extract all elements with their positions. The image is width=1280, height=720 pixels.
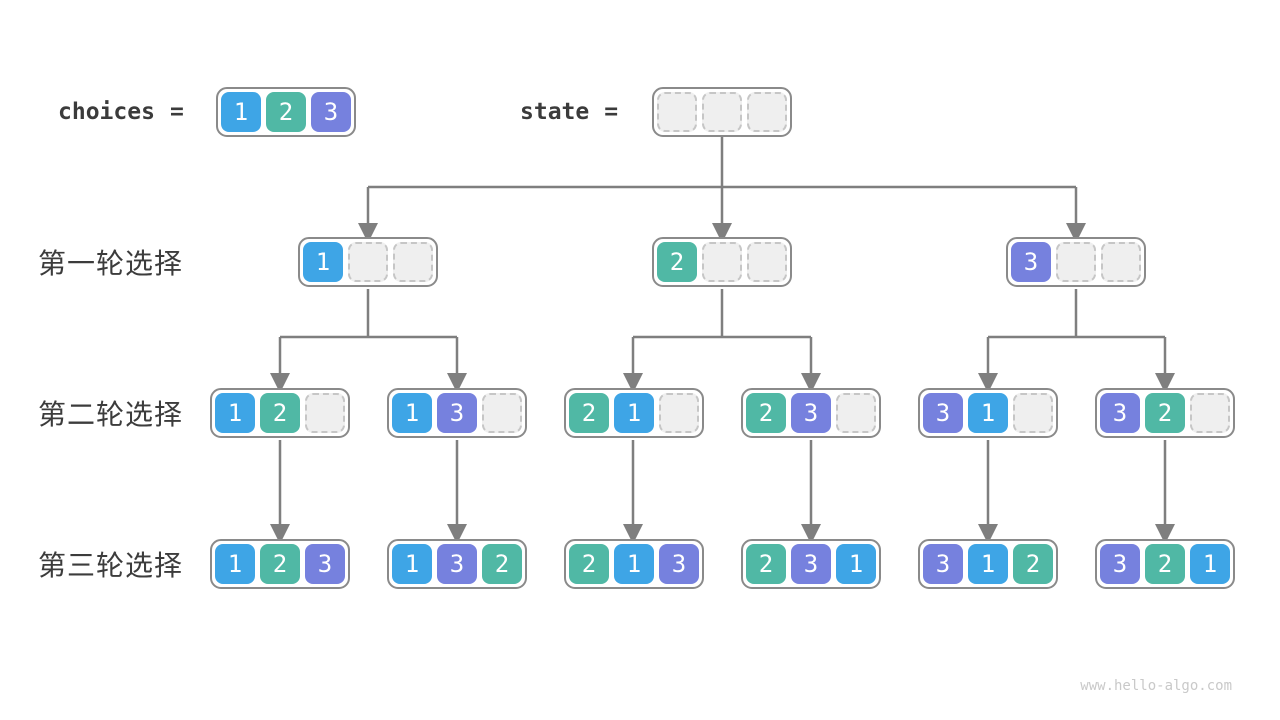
value-cell-1: 1 xyxy=(836,544,876,584)
value-cell-3: 3 xyxy=(923,544,963,584)
value-cell-3: 3 xyxy=(437,393,477,433)
round-1-state-box-2: 2 xyxy=(652,237,792,287)
value-cell-2: 2 xyxy=(746,544,786,584)
value-cell-2: 2 xyxy=(569,393,609,433)
value-cell-3: 3 xyxy=(1100,544,1140,584)
state-group: state = xyxy=(520,87,618,137)
value-cell-2: 2 xyxy=(1145,544,1185,584)
round-1-state-box-1: 1 xyxy=(298,237,438,287)
value-cell-3: 3 xyxy=(791,393,831,433)
value-cell-1: 1 xyxy=(614,393,654,433)
empty-slot-cell xyxy=(1190,393,1230,433)
watermark: www.hello-algo.com xyxy=(1080,678,1232,694)
row-label-round-3: 第三轮选择 xyxy=(38,549,184,582)
empty-slot-cell xyxy=(482,393,522,433)
state-label: state xyxy=(520,99,590,125)
state-array-box xyxy=(652,87,792,137)
empty-slot-cell xyxy=(702,242,742,282)
value-cell-3: 3 xyxy=(437,544,477,584)
empty-slot-cell xyxy=(1013,393,1053,433)
empty-slot-cell xyxy=(836,393,876,433)
empty-slot-cell xyxy=(348,242,388,282)
value-cell-2: 2 xyxy=(657,242,697,282)
value-cell-2: 2 xyxy=(260,544,300,584)
state-equals-sign: = xyxy=(604,99,619,125)
value-cell-1: 1 xyxy=(215,393,255,433)
value-cell-2: 2 xyxy=(1145,393,1185,433)
value-cell-1: 1 xyxy=(614,544,654,584)
value-cell-2: 2 xyxy=(746,393,786,433)
value-cell-1: 1 xyxy=(303,242,343,282)
empty-slot-cell xyxy=(393,242,433,282)
value-cell-3: 3 xyxy=(923,393,963,433)
choices-label: choices xyxy=(58,99,155,125)
empty-slot-cell xyxy=(1101,242,1141,282)
value-cell-3: 3 xyxy=(1100,393,1140,433)
value-cell-2: 2 xyxy=(266,92,306,132)
empty-slot-cell xyxy=(747,92,787,132)
value-cell-1: 1 xyxy=(221,92,261,132)
value-cell-1: 1 xyxy=(968,393,1008,433)
empty-slot-cell xyxy=(305,393,345,433)
value-cell-2: 2 xyxy=(260,393,300,433)
value-cell-3: 3 xyxy=(311,92,351,132)
value-cell-1: 1 xyxy=(215,544,255,584)
value-cell-1: 1 xyxy=(968,544,1008,584)
empty-slot-cell xyxy=(747,242,787,282)
value-cell-1: 1 xyxy=(1190,544,1230,584)
value-cell-3: 3 xyxy=(1011,242,1051,282)
row-label-round-2: 第二轮选择 xyxy=(38,398,184,431)
empty-slot-cell xyxy=(1056,242,1096,282)
value-cell-1: 1 xyxy=(392,544,432,584)
empty-slot-cell xyxy=(657,92,697,132)
choices-equals-sign: = xyxy=(169,99,184,125)
empty-slot-cell xyxy=(659,393,699,433)
round-1-state-box-3: 3 xyxy=(1006,237,1146,287)
value-cell-2: 2 xyxy=(1013,544,1053,584)
empty-slot-cell xyxy=(702,92,742,132)
value-cell-2: 2 xyxy=(569,544,609,584)
value-cell-2: 2 xyxy=(482,544,522,584)
row-label-round-1: 第一轮选择 xyxy=(38,247,184,280)
choices-group: choices = xyxy=(58,87,184,137)
value-cell-3: 3 xyxy=(659,544,699,584)
value-cell-3: 3 xyxy=(305,544,345,584)
value-cell-3: 3 xyxy=(791,544,831,584)
value-cell-1: 1 xyxy=(392,393,432,433)
